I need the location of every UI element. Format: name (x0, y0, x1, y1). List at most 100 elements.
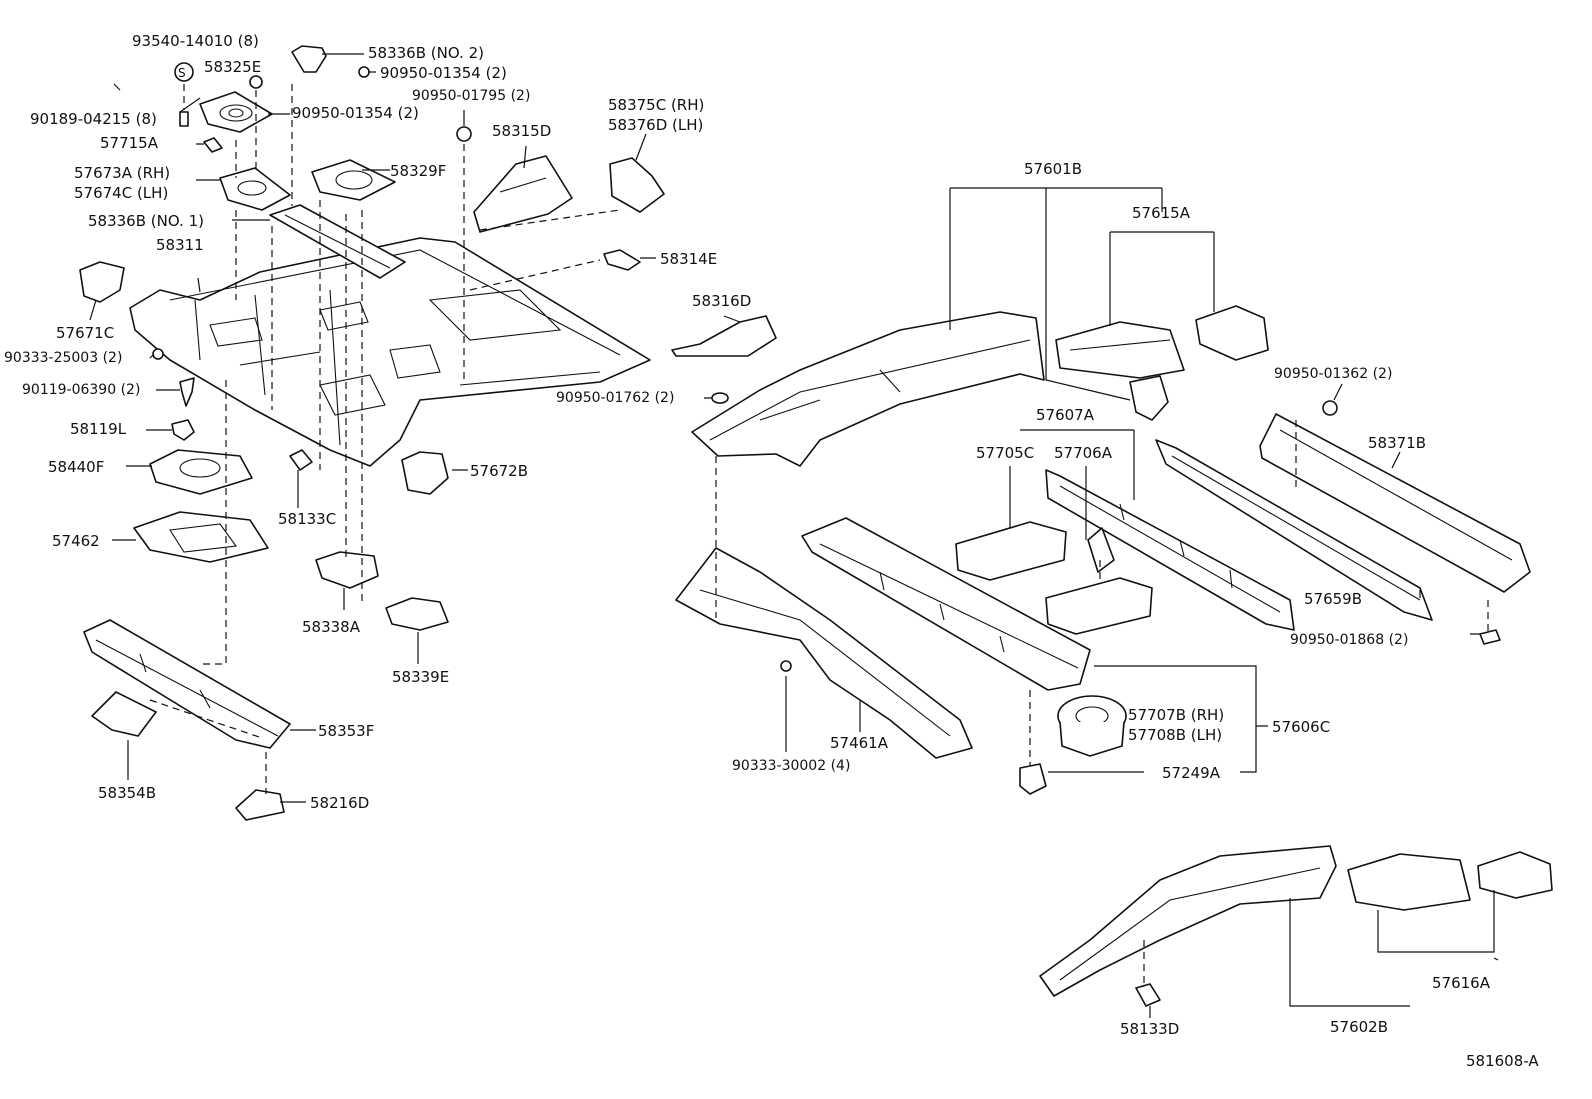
bracket-57673A-shape (219, 167, 291, 211)
label-58311: 58311 (156, 236, 204, 254)
label-58133C: 58133C (278, 510, 336, 528)
bracket-58339E-shape (385, 597, 449, 631)
label-90950-01762: 90950-01762 (2) (556, 390, 674, 406)
rail-57461A-shape (675, 547, 973, 759)
label-57715A: 57715A (100, 134, 159, 152)
crossmember-58353F-shape (83, 619, 291, 749)
label-57674C: 57674C (LH) (74, 184, 168, 202)
label-58371B: 58371B (1368, 434, 1426, 452)
label-58216D: 58216D (310, 794, 369, 812)
clip-58314E-shape (603, 249, 641, 271)
plug-90333-25003-icon (152, 348, 164, 360)
bracket-58338A-shape (315, 551, 379, 589)
svg-text:S: S (178, 66, 186, 80)
label-57249A: 57249A (1162, 764, 1221, 782)
diagram-reference: 581608-A (1466, 1052, 1539, 1070)
rail-58371B-shape (1259, 413, 1531, 593)
reinforcement-57462-shape (133, 511, 269, 563)
bracket-57706A-shape (1045, 577, 1153, 635)
side-member-57601B-shape (691, 311, 1045, 467)
part-labels: 93540-14010 (8) 58325E 58336B (NO. 2) 90… (4, 32, 1539, 1070)
label-57601B: 57601B (1024, 160, 1082, 178)
label-93540-14010: 93540-14010 (8) (132, 32, 259, 50)
rail-57607A-shape (1045, 469, 1295, 631)
label-58339E: 58339E (392, 668, 449, 686)
label-90333-30002: 90333-30002 (4) (732, 758, 850, 774)
label-58375C: 58375C (RH) (608, 96, 704, 114)
bracket-57615A-c-shape (1129, 375, 1169, 421)
plug-90950-01762-icon (711, 392, 729, 404)
label-58119L: 58119L (70, 420, 127, 438)
label-58440F: 58440F (48, 458, 104, 476)
label-90950-01354-mid: 90950-01354 (2) (292, 104, 419, 122)
label-58338A: 58338A (302, 618, 361, 636)
label-58325E: 58325E (204, 58, 261, 76)
clip-58133D-shape (1135, 983, 1161, 1007)
label-57708B: 57708B (LH) (1128, 726, 1222, 744)
clip-58119L-icon (171, 419, 195, 441)
label-90189-04215: 90189-04215 (8) (30, 110, 157, 128)
label-90950-01362: 90950-01362 (2) (1274, 366, 1392, 382)
label-57615A: 57615A (1132, 204, 1191, 222)
label-58376D: 58376D (LH) (608, 116, 703, 134)
bracket-57616A-shape (1347, 853, 1471, 911)
label-57671C: 57671C (56, 324, 114, 342)
label-57462: 57462 (52, 532, 100, 550)
bracket-57616A-b-shape (1477, 851, 1553, 899)
floor-pan-group: S (79, 45, 665, 821)
rail-57659B-shape (1155, 439, 1433, 621)
bracket-58315D-shape (473, 155, 573, 233)
nut-90950-01354a-icon (249, 75, 263, 89)
label-57616A: 57616A (1432, 974, 1491, 992)
label-90119-06390: 90119-06390 (2) (22, 382, 140, 398)
side-member-57602B-shape (1039, 845, 1337, 997)
clip-57249A-shape (1019, 763, 1047, 795)
label-57602B: 57602B (1330, 1018, 1388, 1036)
label-58354B: 58354B (98, 784, 156, 802)
cover-58440F-shape (149, 449, 253, 495)
label-57705C: 57705C (976, 444, 1034, 462)
label-57461A: 57461A (830, 734, 889, 752)
bracket-57615A-b-shape (1195, 305, 1269, 361)
label-58329F: 58329F (390, 162, 446, 180)
label-57672B: 57672B (470, 462, 528, 480)
bracket-58354B-shape (91, 691, 157, 737)
label-58315D: 58315D (492, 122, 551, 140)
label-58336B-no2: 58336B (NO. 2) (368, 44, 484, 62)
label-90950-01354-top: 90950-01354 (2) (380, 64, 507, 82)
label-58336B-no1: 58336B (NO. 1) (88, 212, 204, 230)
clip-93540-icon (174, 62, 194, 82)
bracket-58316D-shape (671, 315, 777, 357)
leader-lines (89, 53, 1499, 1018)
label-58353F: 58353F (318, 722, 374, 740)
plug-90950-01868-icon (1479, 629, 1501, 645)
clip-57715A-icon (203, 137, 223, 153)
nut-90950-01354b-icon (358, 66, 370, 78)
label-57673A: 57673A (RH) (74, 164, 170, 182)
plug-90950-01795-icon (456, 126, 472, 142)
clip-58133C-shape (289, 449, 313, 471)
label-57607A: 57607A (1036, 406, 1095, 424)
plate-58329F-shape (311, 159, 396, 201)
bracket-57706A-b-shape (1087, 527, 1115, 573)
clip-58336B-no2-shape (291, 45, 327, 73)
nut-90950-01362-icon (1322, 400, 1338, 416)
frame-rails-group (671, 305, 1553, 1007)
bracket-57615A-shape (1055, 321, 1185, 379)
label-57606C: 57606C (1272, 718, 1330, 736)
label-57707B: 57707B (RH) (1128, 706, 1224, 724)
bracket-57671C-shape (79, 261, 125, 303)
bracket-57672B-shape (401, 451, 449, 495)
plate-58325E-shape (199, 91, 273, 133)
label-58316D: 58316D (692, 292, 751, 310)
label-58133D: 58133D (1120, 1020, 1179, 1038)
label-57706A: 57706A (1054, 444, 1113, 462)
plug-90333-30002-icon (780, 660, 792, 672)
label-90333-25003: 90333-25003 (2) (4, 350, 122, 366)
label-90950-01795: 90950-01795 (2) (412, 88, 530, 104)
label-58314E: 58314E (660, 250, 717, 268)
label-57659B: 57659B (1304, 590, 1362, 608)
bolt-90119-icon (179, 377, 195, 407)
bracket-58216D-shape (235, 789, 285, 821)
